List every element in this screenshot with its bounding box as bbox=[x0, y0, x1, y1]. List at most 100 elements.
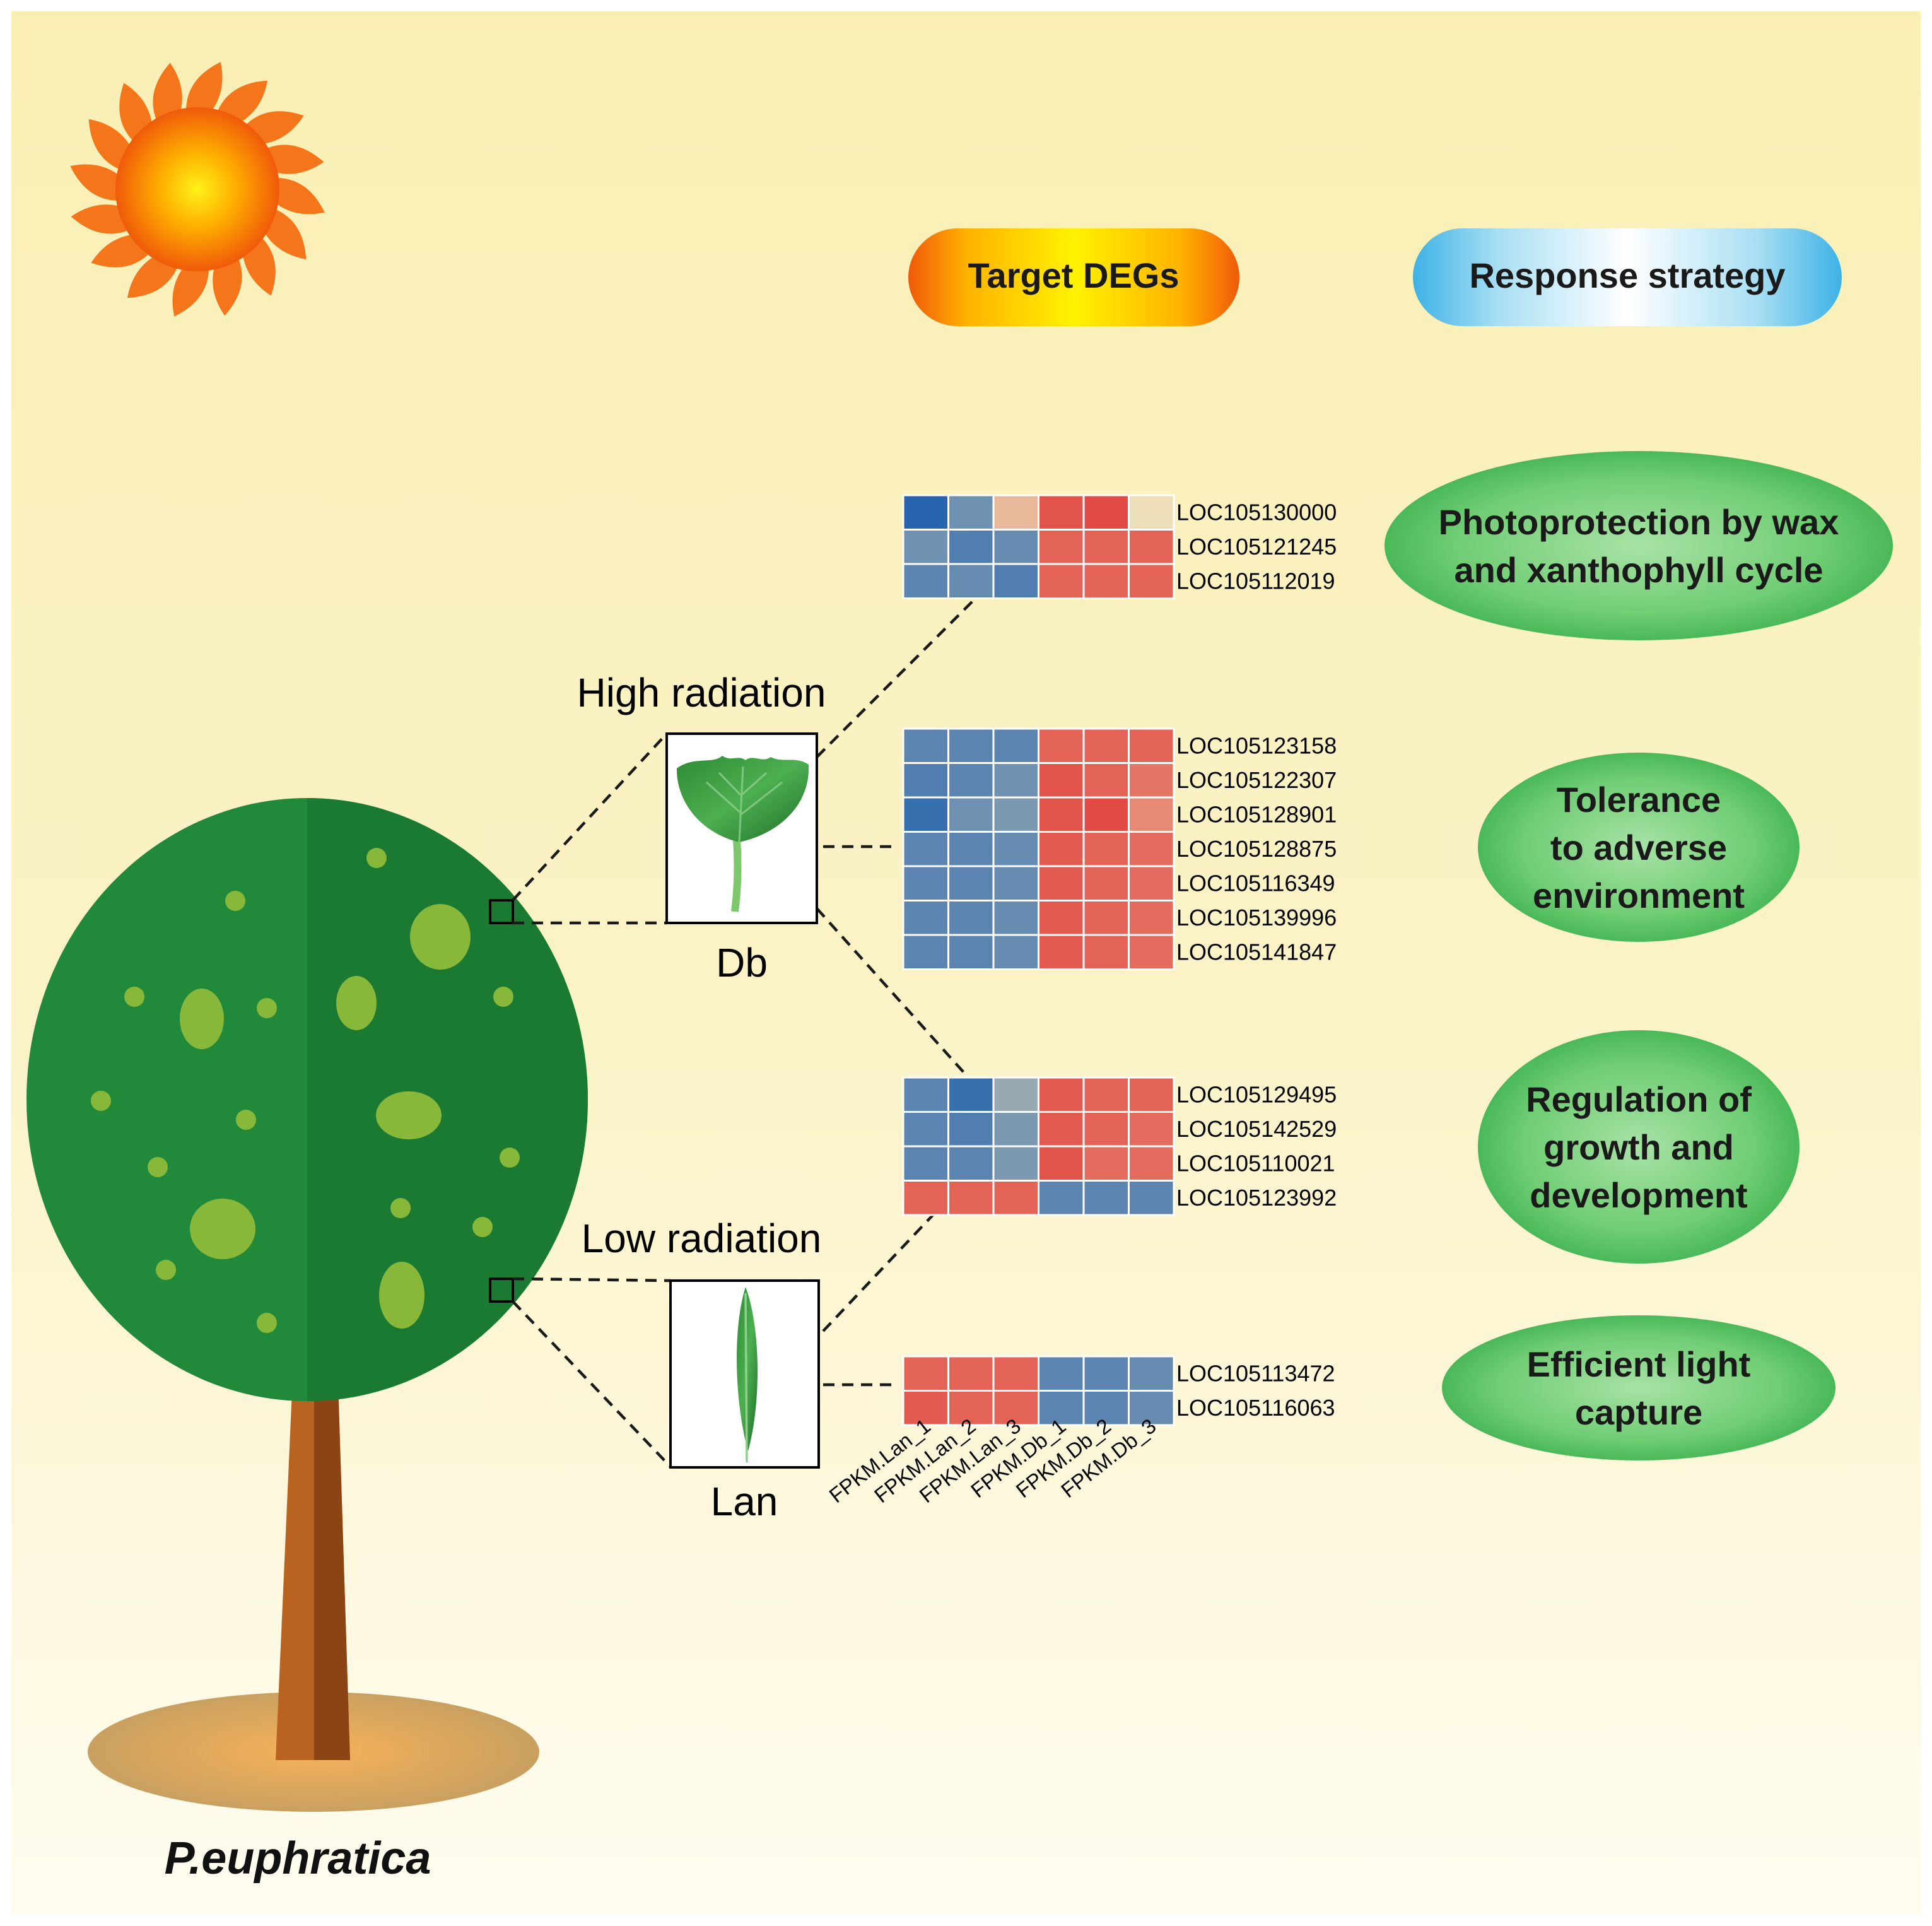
heatmap-cell bbox=[1082, 1180, 1130, 1216]
sample-square-low bbox=[489, 1277, 514, 1303]
sun-ray bbox=[272, 177, 325, 214]
target-degs-header: Target DEGs bbox=[908, 228, 1239, 326]
heatmap-cell bbox=[1128, 1145, 1175, 1182]
heatmap-cell bbox=[1128, 1390, 1175, 1426]
heatmap-cell bbox=[902, 494, 949, 531]
heatmap-cell bbox=[902, 563, 949, 599]
gene-label: LOC105142529 bbox=[1176, 1116, 1337, 1142]
heatmap-cell bbox=[1128, 727, 1175, 764]
strategy-label: Efficient light bbox=[1527, 1344, 1751, 1384]
heatmap-cell bbox=[992, 1180, 1039, 1216]
gene-label: LOC105112019 bbox=[1176, 568, 1335, 594]
heatmap-cell bbox=[902, 529, 949, 565]
heatmap-cell bbox=[947, 529, 995, 565]
gene-label: LOC105110021 bbox=[1176, 1150, 1335, 1176]
heatmap-cell bbox=[1082, 1355, 1130, 1392]
heatmap-cell bbox=[1038, 900, 1085, 936]
heatmap-cell bbox=[1082, 494, 1130, 531]
species-label: P.euphratica bbox=[165, 1833, 431, 1884]
heatmap-cell bbox=[947, 727, 995, 764]
response-strategies: Photoprotection by wax and xanthophyll cy… bbox=[1385, 451, 1893, 1460]
canopy-spot bbox=[257, 1313, 277, 1333]
heatmap-cell bbox=[1128, 762, 1175, 799]
sun-ray bbox=[71, 204, 133, 234]
heatmap-cell bbox=[992, 494, 1039, 531]
heatmap-cell bbox=[1128, 1355, 1175, 1392]
strategy-label: capture bbox=[1575, 1392, 1702, 1432]
heatmap-panel: LOC105130000LOC105121245LOC105112019LOC1… bbox=[902, 494, 1337, 1426]
lan-leaf-label: Lan bbox=[711, 1479, 778, 1524]
canopy-spot bbox=[366, 848, 387, 868]
heatmap-cell bbox=[992, 563, 1039, 599]
heatmap-cell bbox=[1038, 1076, 1085, 1113]
heatmap-cell bbox=[947, 1076, 995, 1113]
strategy-label: development bbox=[1530, 1175, 1747, 1215]
heatmap-cell bbox=[1128, 494, 1175, 531]
strategy-label: Photoprotection by wax bbox=[1439, 502, 1839, 542]
heatmap-cell bbox=[992, 1355, 1039, 1392]
heatmap-cell bbox=[902, 1180, 949, 1216]
heatmap-cell bbox=[1038, 796, 1085, 833]
heatmap-cell bbox=[992, 762, 1039, 799]
strategy-label: and xanthophyll cycle bbox=[1454, 550, 1823, 590]
heatmap-cell bbox=[902, 934, 949, 970]
sun-icon bbox=[70, 62, 325, 317]
db-leaf-box bbox=[665, 732, 818, 924]
heatmap-cell bbox=[1128, 831, 1175, 867]
sun-ray bbox=[70, 164, 123, 201]
heatmap-cell bbox=[902, 1145, 949, 1182]
gene-label: LOC105122307 bbox=[1176, 767, 1337, 793]
gene-label: LOC105121245 bbox=[1176, 534, 1337, 560]
heatmap-cell bbox=[1128, 900, 1175, 936]
willow-narrow-leaf-icon bbox=[737, 1287, 758, 1463]
sun-ray bbox=[185, 62, 223, 115]
canopy-spot bbox=[180, 989, 224, 1049]
poplar-broad-leaf-icon bbox=[676, 756, 809, 912]
strategy-ellipse: Photoprotection by wax and xanthophyll cy… bbox=[1385, 451, 1893, 640]
heatmap-cell bbox=[1082, 865, 1130, 901]
canopy-spot bbox=[500, 1148, 520, 1168]
heatmap-cell bbox=[992, 796, 1039, 833]
heatmap-cell bbox=[1038, 934, 1085, 970]
heatmap-cell bbox=[902, 831, 949, 867]
canopy-spot bbox=[190, 1199, 255, 1259]
heatmap-cell bbox=[902, 796, 949, 833]
heatmap-cell bbox=[992, 1390, 1039, 1426]
heatmap-cell bbox=[1128, 1111, 1175, 1148]
heatmap-cell bbox=[1038, 529, 1085, 565]
canopy-spot bbox=[124, 987, 144, 1007]
heatmap-cell bbox=[992, 1111, 1039, 1148]
heatmap-cell bbox=[1038, 494, 1085, 531]
heatmap-cell bbox=[1128, 1076, 1175, 1113]
high-radiation-label: High radiation bbox=[577, 670, 826, 715]
heatmap-cell bbox=[1082, 563, 1130, 599]
heatmap-cell bbox=[992, 900, 1039, 936]
sun-ray bbox=[153, 62, 182, 125]
heatmap-cell bbox=[992, 727, 1039, 764]
connector-lines bbox=[512, 598, 976, 1468]
strategy-label: growth and bbox=[1543, 1127, 1734, 1167]
heatmap-cell bbox=[1038, 865, 1085, 901]
heatmap-cell bbox=[947, 762, 995, 799]
heatmap-cell bbox=[992, 865, 1039, 901]
heatmap-cell bbox=[1128, 529, 1175, 565]
heatmap-cell bbox=[902, 865, 949, 901]
heatmap-cell bbox=[1082, 1390, 1130, 1426]
tree-canopy bbox=[26, 798, 588, 1401]
heatmap-cell bbox=[1082, 831, 1130, 867]
heatmap-cell bbox=[947, 1180, 995, 1216]
heatmap-cell bbox=[1082, 900, 1130, 936]
gene-label: LOC105129495 bbox=[1176, 1081, 1337, 1107]
heatmap-cell bbox=[992, 1076, 1039, 1113]
canopy-spot bbox=[336, 976, 377, 1030]
heatmap-cell bbox=[1038, 1180, 1085, 1216]
canopy-spot bbox=[379, 1262, 424, 1329]
canopy-spot bbox=[493, 987, 513, 1007]
canopy-spot bbox=[376, 1091, 442, 1139]
heatmap-cell bbox=[1038, 1145, 1085, 1182]
strategy-ellipse: Efficient light capture bbox=[1442, 1315, 1835, 1460]
heatmap-cell bbox=[992, 1145, 1039, 1182]
